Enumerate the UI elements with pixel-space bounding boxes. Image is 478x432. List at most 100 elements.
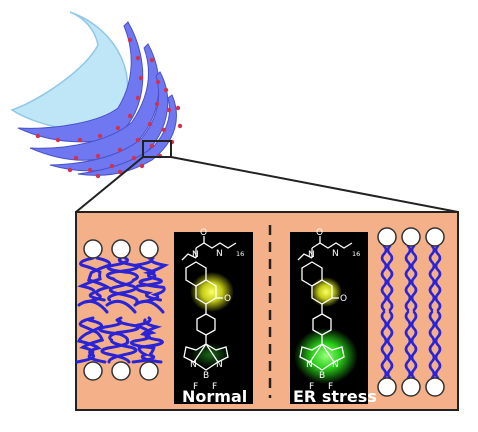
atom-f-left: F [309,382,314,392]
lipid-tail [428,244,436,312]
ribosome-dot [149,57,155,63]
ribosome-dot [154,101,160,107]
ribosome-dot [166,107,172,113]
atom-f-right: F [212,382,217,392]
lipid-tail [105,299,137,314]
ribosome-dot [117,147,123,153]
atom-f-right: F [328,382,333,392]
atom-o-carbonyl: O [200,228,207,238]
ribosome-dot [55,137,61,143]
ribosome-dot [73,155,79,161]
boron-bridge [309,361,335,371]
lipid-head [425,227,445,247]
ribosome-dot [87,167,93,173]
lipid-tail [434,310,442,380]
ribosome-dot [155,79,161,85]
ribosome-dot [138,75,144,81]
lipid-tail [107,316,140,364]
yellow-glow-stress [310,277,342,307]
pyrrole-left [299,343,323,363]
er-illustration [10,11,183,179]
lipid-tail [380,244,388,312]
zoom-line-right [170,156,459,213]
lipid-head [401,377,421,397]
ribosome-dot [131,155,137,161]
lipid-tail [428,310,436,380]
er-lumen [10,11,129,131]
lipid-tail [138,256,170,304]
atom-n-left: N [190,360,197,370]
ribosome-dot [175,105,181,111]
lipid-tail [133,256,163,302]
chain-subscript: 16 [352,250,360,258]
zoom-box [142,140,172,158]
lipid-tail [77,256,106,302]
alkyl-chain [195,242,237,249]
probe-stress-structure [297,236,353,371]
pyrrole-left [183,343,207,363]
lipid-head [401,227,421,247]
lipid-tail [410,310,418,380]
ribosome-dot [97,133,103,139]
ribosome-dot [77,137,83,143]
zoom-line-left [75,156,144,213]
ribosome-dot [161,127,167,133]
ribosome-dot [109,163,115,169]
ribosome-dot [139,163,145,169]
lipid-tail [434,244,442,312]
probe-stress: N O N 16 O N B N F F ER stress [290,228,377,406]
ribosome-dot [127,37,133,43]
lipid-tail [77,299,109,314]
boron-bridge [193,361,219,371]
lipid-head [139,239,159,259]
ribosome-dot [177,123,183,129]
ribosome-dot [35,133,41,139]
atom-b: B [203,371,209,381]
lipid-head [83,361,103,381]
lipid-head [83,239,103,259]
lipid-tail [132,316,164,364]
lipid-tail [106,256,139,304]
atom-n-amide: N [192,250,199,260]
lipids-normal [75,239,170,381]
label-normal: Normal [182,387,247,406]
lipid-head [111,361,131,381]
probe-normal-structure [181,236,237,371]
ribosome-dot [135,95,141,101]
atom-f-left: F [193,382,198,392]
lipid-head [377,227,397,247]
lipid-tail [129,318,163,364]
ribosome-dot [149,143,155,149]
er-band-3 [49,71,169,172]
ribosome-dot [163,87,169,93]
atom-n-right: N [332,360,339,370]
atom-o-lactone: O [224,294,231,304]
pyrrole-right [321,343,345,363]
atom-n-right: N [216,360,223,370]
atom-o-lactone: O [340,294,347,304]
ribosome-dot [127,113,133,119]
lipid-tail [380,310,388,380]
lipid-head [111,239,131,259]
pyrrole-right [205,343,229,363]
ribosome-dot [95,173,101,179]
atom-n-h: N [332,249,339,259]
ribosome-dot [95,153,101,159]
lipid-tail [98,318,131,364]
lipid-tail [133,299,165,314]
lipid-tail [404,244,412,312]
membrane-panel [75,211,459,411]
ethyl [181,253,197,261]
yellow-glow [190,272,234,312]
atom-b: B [319,371,325,381]
atom-n-h: N [216,249,223,259]
atom-n-left: N [306,360,313,370]
ribosome-dot [115,125,121,131]
lipid-head [377,377,397,397]
ribosome-dot [117,169,123,175]
alkyl-chain [311,242,353,249]
ribosome-dot [135,137,141,143]
lipid-tail [404,310,412,380]
er-band-1 [17,21,144,143]
